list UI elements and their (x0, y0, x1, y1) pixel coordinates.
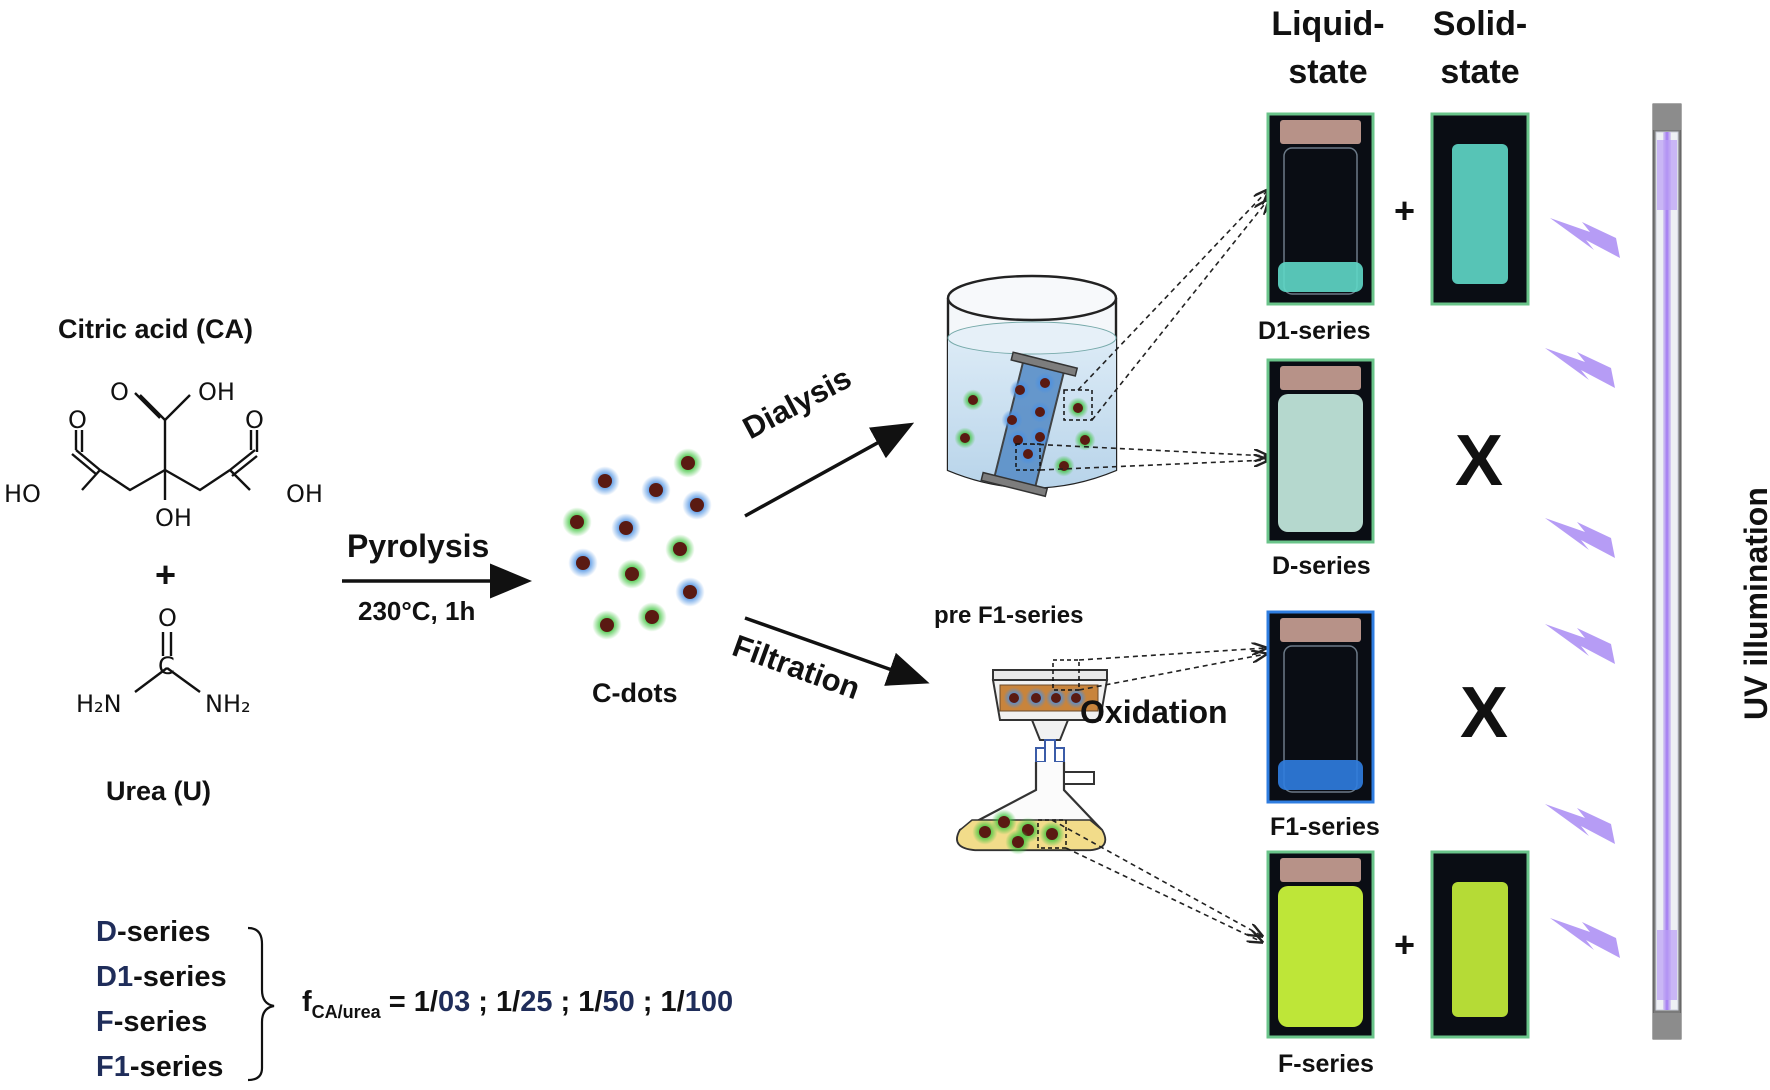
liquid-vial-photo (1266, 112, 1375, 306)
c-dots-cluster (562, 448, 712, 640)
plus-mark: + (1394, 190, 1416, 231)
solid-sample-photo (1430, 850, 1530, 1039)
series-label: D1-series (1258, 317, 1371, 345)
c-dot-green (991, 809, 1017, 835)
filtration-funnel-flask (956, 659, 1109, 855)
c-dot-blue (1029, 426, 1051, 448)
zoom-connectors (1029, 190, 1268, 942)
uv-rays (1545, 218, 1620, 958)
c-dot-blue (568, 548, 598, 578)
c-dot-blue (641, 475, 671, 505)
c-dot-green (1039, 821, 1065, 847)
pyrolysis-label: Pyrolysis (347, 528, 490, 564)
c-dot-blue (1009, 379, 1031, 401)
liquid-vial-photo (1266, 850, 1375, 1039)
atom-o: O (245, 406, 264, 434)
citric-acid-label: Citric acid (CA) (58, 314, 254, 344)
atom-o: O (110, 378, 129, 406)
pre-f1-series-label: pre F1-series (934, 602, 1084, 629)
solid-sample-photo (1430, 112, 1530, 306)
c-dot-blue (1029, 401, 1051, 423)
x-mark: X (1455, 421, 1504, 501)
series-item: F-series (96, 1006, 208, 1038)
c-dot-blue (1003, 687, 1025, 709)
ratio-equation: fCA/urea = 1/03 ; 1/25 ; 1/50 ; 1/100 (302, 986, 734, 1022)
uv-ray-icon (1545, 624, 1615, 664)
c-dot-green (1005, 829, 1031, 855)
c-dot-green (617, 559, 647, 589)
c-dot-green (1074, 429, 1096, 451)
c-dot-blue (675, 577, 705, 607)
filtration-arrow (744, 616, 930, 686)
series-list: D-series D1-series F-series F1-series (96, 910, 227, 1090)
series-label: F-series (1278, 1050, 1374, 1078)
plus-mark: + (1394, 924, 1416, 965)
uv-lamp (1652, 103, 1682, 1040)
urea-structure (134, 632, 201, 693)
c-dot-green (673, 448, 703, 478)
dialysis-arrow (744, 422, 915, 518)
atom-ho: HO (4, 480, 41, 508)
atom-oh: OH (155, 504, 192, 532)
c-dot-green (972, 819, 998, 845)
c-dot-green (665, 534, 695, 564)
uv-ray-icon (1550, 918, 1620, 958)
urea-label: Urea (U) (106, 776, 212, 806)
c-dot-blue (1025, 687, 1047, 709)
series-label: D-series (1272, 552, 1371, 580)
c-dot-green (962, 389, 984, 411)
c-dot-blue (1001, 409, 1023, 431)
solid-state-header: Solid-state (1432, 5, 1528, 91)
uv-illumination-label: UV illumination (1738, 487, 1770, 720)
atom-oh: OH (286, 480, 323, 508)
dialysis-beaker (946, 274, 1118, 498)
series-item: F1-series (96, 1051, 224, 1083)
c-dot-green (592, 610, 622, 640)
c-dots-label: C-dots (592, 678, 678, 708)
plus-sign: + (155, 554, 177, 595)
atom-o: O (158, 604, 177, 632)
series-label: F1-series (1270, 813, 1380, 841)
uv-ray-icon (1545, 518, 1615, 558)
c-dot-blue (1045, 687, 1067, 709)
c-dot-green (562, 507, 592, 537)
atom-nh2: NH₂ (205, 690, 251, 718)
atom-nh2: H₂N (76, 690, 122, 718)
c-dot-green (954, 427, 976, 449)
c-dot-blue (682, 490, 712, 520)
atom-oh: OH (198, 378, 235, 406)
series-item: D-series (96, 916, 211, 948)
c-dot-blue (590, 466, 620, 496)
uv-ray-icon (1545, 804, 1615, 844)
series-brace (247, 926, 275, 1082)
liquid-vial-photo (1266, 358, 1375, 544)
atom-c: C (158, 652, 175, 680)
liquid-state-header: Liquid-state (1271, 5, 1385, 91)
liquid-vial-photo (1266, 610, 1375, 804)
series-item: D1-series (96, 961, 227, 993)
c-dot-blue (1017, 443, 1039, 465)
c-dot-green (1053, 455, 1075, 477)
oxidation-label: Oxidation (1080, 694, 1228, 730)
c-dot-blue (1034, 372, 1056, 394)
citric-acid-structure (71, 392, 259, 500)
atom-o: O (68, 406, 87, 434)
uv-ray-icon (1545, 348, 1615, 388)
uv-ray-icon (1550, 218, 1620, 258)
pyrolysis-condition: 230°C, 1h (358, 596, 476, 626)
c-dot-green (637, 602, 667, 632)
c-dot-green (1067, 397, 1089, 419)
c-dot-blue (611, 513, 641, 543)
c-dot-blue (1065, 687, 1087, 709)
x-mark: X (1460, 673, 1509, 753)
